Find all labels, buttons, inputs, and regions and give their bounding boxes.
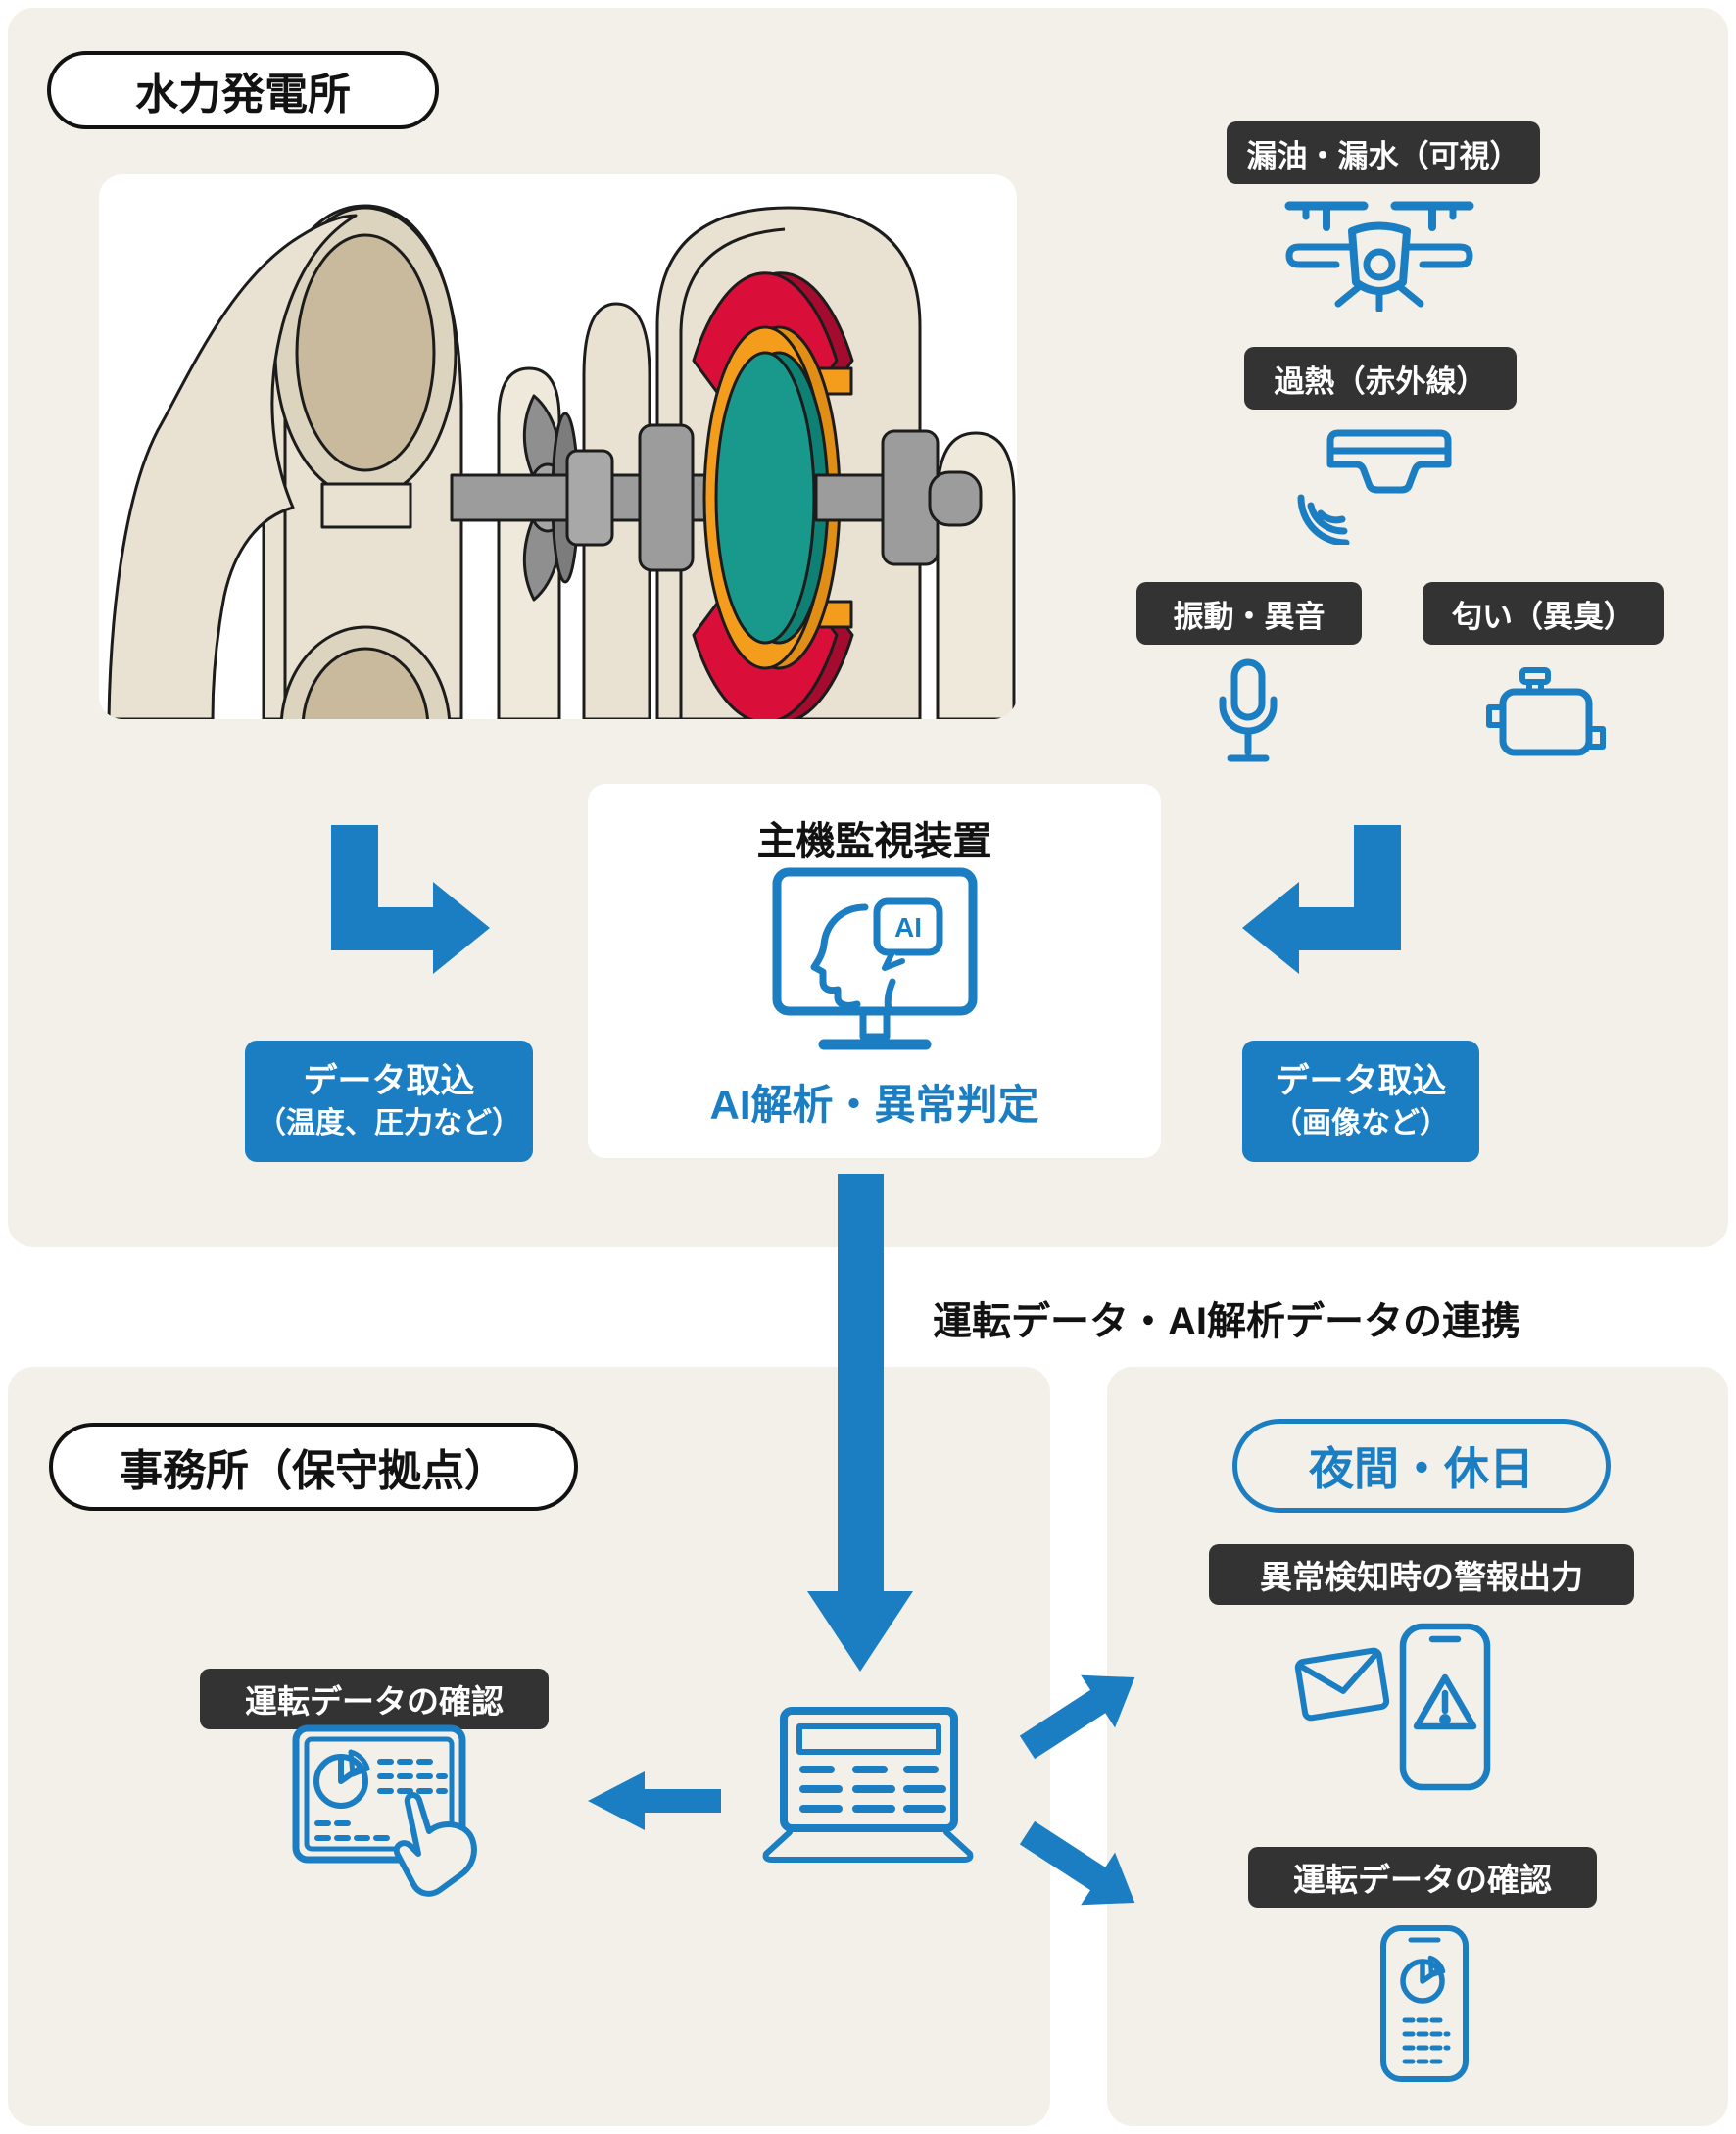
sensor-label-smell-text: 匂い（異臭） — [1452, 599, 1634, 634]
phone-alert-icon — [1399, 1623, 1491, 1791]
ai-badge: AI — [894, 912, 922, 943]
sensor-label-oil-leak: 漏油・漏水（可視） — [1227, 121, 1540, 184]
night-alarm-label-text: 異常検知時の警報出力 — [1260, 1559, 1583, 1595]
office-title-pill: 事務所（保守拠点） — [49, 1423, 578, 1511]
left-arrow-icon — [588, 1771, 721, 1830]
phone-data-icon — [1380, 1925, 1469, 2082]
turbine-illustration-card — [99, 174, 1017, 719]
sensor-label-vibration-text: 振動・異音 — [1173, 599, 1326, 634]
office-check-label: 運転データの確認 — [200, 1669, 549, 1729]
monitor-card-caption: AI解析・異常判定 — [709, 1082, 1039, 1128]
sensor-label-overheat-text: 過熱（赤外線） — [1274, 364, 1487, 399]
data-ingest-right-line1: データ取込 — [1275, 1062, 1447, 1101]
tablet-touch-icon — [292, 1724, 477, 1897]
elbow-arrow-left-icon — [331, 825, 490, 974]
night-alarm-label: 異常検知時の警報出力 — [1209, 1544, 1634, 1605]
main-monitor-card: 主機監視装置 AI AI解析・異常判定 — [588, 784, 1161, 1158]
data-ingest-left-label: データ取込 （温度、圧力など） — [245, 1041, 533, 1162]
microphone-icon — [1219, 658, 1278, 762]
plant-title: 水力発電所 — [135, 71, 351, 119]
sensor-label-vibration: 振動・異音 — [1136, 582, 1362, 645]
sensor-label-oil-leak-text: 漏油・漏水（可視） — [1246, 138, 1520, 173]
mail-icon — [1294, 1647, 1390, 1722]
night-title-pill: 夜間・休日 — [1232, 1419, 1611, 1513]
link-label: 運転データ・AI解析データの連携 — [933, 1300, 1520, 1343]
down-arrow-icon — [807, 1174, 913, 1672]
odor-sensor-icon — [1486, 667, 1606, 756]
sensor-label-overheat: 過熱（赤外線） — [1244, 347, 1517, 410]
sensor-label-smell: 匂い（異臭） — [1423, 582, 1664, 645]
elbow-arrow-right-icon — [1242, 825, 1401, 974]
office-title: 事務所（保守拠点） — [120, 1447, 507, 1495]
diagonal-arrow-down-icon — [1019, 1820, 1135, 1906]
laptop-icon — [762, 1707, 974, 1863]
turbine-generator-illustration — [107, 204, 1016, 719]
diagonal-arrow-up-icon — [1019, 1674, 1135, 1760]
office-check-label-text: 運転データの確認 — [245, 1683, 504, 1720]
data-ingest-left-line2: （温度、圧力など） — [257, 1107, 521, 1140]
data-ingest-right-label: データ取込 （画像など） — [1242, 1041, 1479, 1162]
plant-title-pill: 水力発電所 — [47, 51, 439, 129]
monitor-card-title: 主機監視装置 — [756, 820, 992, 863]
data-ingest-right-line2: （画像など） — [1273, 1107, 1449, 1140]
night-check-label: 運転データの確認 — [1248, 1847, 1597, 1908]
ai-monitor-icon: AI — [772, 867, 977, 1050]
night-title: 夜間・休日 — [1309, 1443, 1534, 1494]
night-check-label-text: 運転データの確認 — [1293, 1862, 1552, 1898]
drone-icon — [1284, 201, 1474, 312]
infrared-sensor-icon — [1297, 429, 1452, 545]
data-ingest-left-line1: データ取込 — [303, 1062, 475, 1101]
